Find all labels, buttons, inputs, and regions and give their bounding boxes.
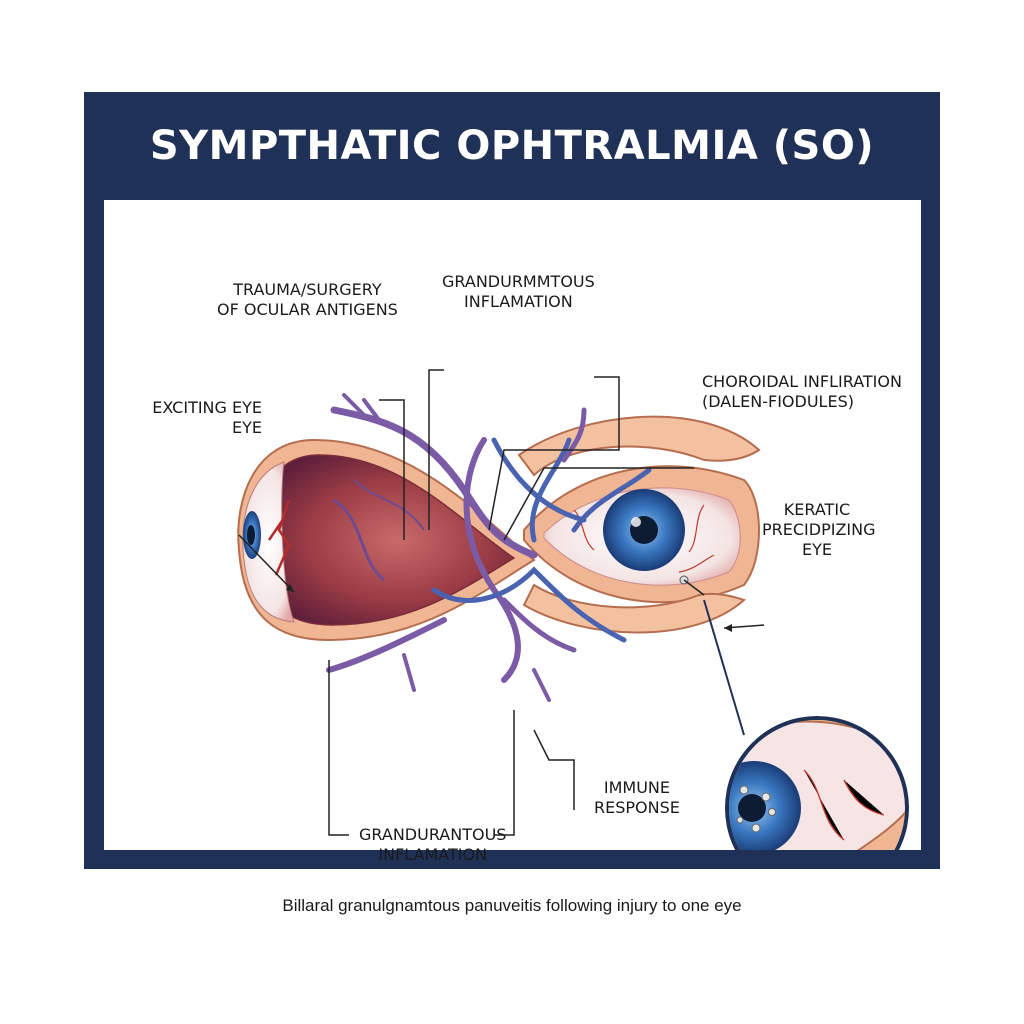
diagram-title: SYMPTHATIC OPHTRALMIA (SO) [149, 123, 875, 169]
diagram-illustration [237, 369, 909, 850]
label-choroidal-infiltration: CHOROIDAL INFLIRATION(DALEN-FIODULES) [702, 372, 902, 411]
sympathizing-eye [517, 415, 761, 634]
exciting-eye-cross-section [237, 438, 536, 642]
leader-arrowheads [286, 584, 732, 632]
keratic-precipitates-inset [703, 599, 909, 850]
diagram-caption: Billaral granulgnamtous panuveitis follo… [282, 896, 742, 915]
diagram-frame: SYMPTHATIC OPHTRALMIA (SO) [84, 92, 940, 869]
